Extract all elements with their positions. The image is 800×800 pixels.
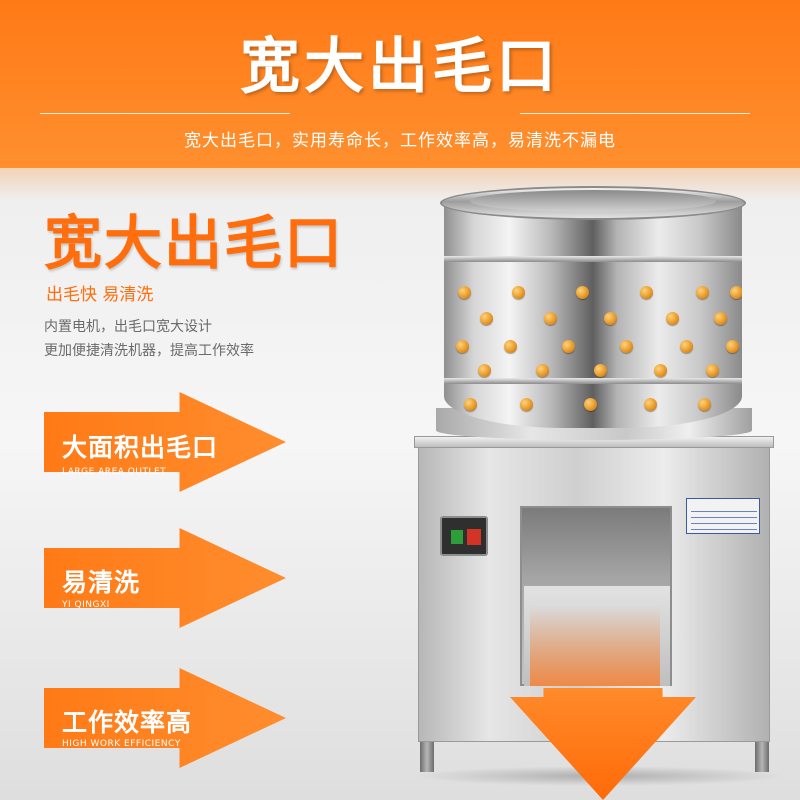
power-switch-panel — [440, 516, 488, 556]
nameplate-row — [691, 520, 757, 524]
rubber-finger — [654, 364, 667, 377]
banner-english-3: HIGH WORK EFFICIENCY — [62, 739, 181, 749]
drum-band-lower — [444, 378, 742, 384]
rubber-finger — [640, 286, 653, 299]
rubber-finger — [698, 398, 711, 411]
rubber-finger — [584, 398, 597, 411]
machine-drum — [444, 200, 742, 428]
feature-description-line1: 内置电机，出毛口宽大设计 — [44, 319, 212, 335]
rubber-finger — [544, 312, 557, 325]
rubber-finger — [644, 398, 657, 411]
rubber-finger — [714, 312, 727, 325]
drum-band-upper — [444, 256, 742, 262]
banner-label-1: 大面积出毛口 — [62, 433, 219, 462]
feature-tagline: 出毛快 易清洗 — [46, 285, 154, 305]
defeathering-machine-image — [400, 176, 800, 800]
rubber-finger — [456, 340, 469, 353]
banner-english-1: LARGE AREA OUTLET — [62, 467, 167, 477]
rubber-finger — [620, 340, 633, 353]
rubber-finger — [706, 364, 719, 377]
rubber-finger — [504, 340, 517, 353]
rubber-finger — [512, 286, 525, 299]
rubber-finger — [680, 340, 693, 353]
start-button-icon — [451, 530, 463, 544]
feature-title: 宽大出毛口 — [44, 209, 345, 277]
header-divider-right — [520, 113, 750, 114]
rubber-finger — [520, 398, 533, 411]
banner-label-2: 易清洗 — [62, 568, 141, 597]
outlet-glow — [530, 606, 660, 686]
stop-button-icon — [467, 529, 481, 545]
feature-description-line2: 更加便捷清洗机器，提高工作效率 — [44, 343, 254, 359]
rubber-finger — [464, 398, 477, 411]
rubber-finger — [594, 364, 607, 377]
nameplate-row — [691, 514, 757, 518]
drum-opening — [470, 190, 716, 212]
banner-english-2: YI QINGXI — [62, 600, 110, 610]
header-subtitle: 宽大出毛口，实用寿命长，工作效率高，易清洗不漏电 — [184, 131, 616, 151]
rubber-finger — [536, 364, 549, 377]
rubber-finger — [562, 340, 575, 353]
rubber-finger — [726, 340, 739, 353]
header-banner: 宽大出毛口 宽大出毛口，实用寿命长，工作效率高，易清洗不漏电 — [0, 0, 800, 168]
header-title: 宽大出毛口 — [240, 32, 560, 102]
rubber-finger — [730, 286, 742, 299]
rubber-finger — [576, 286, 589, 299]
nameplate-row — [691, 526, 757, 530]
machine-leg-left — [420, 736, 434, 772]
rubber-finger — [696, 286, 709, 299]
rubber-finger — [480, 312, 493, 325]
banner-label-3: 工作效率高 — [62, 708, 193, 737]
rubber-finger — [458, 286, 471, 299]
header-divider-left — [40, 113, 290, 114]
machine-nameplate — [686, 498, 760, 534]
rubber-finger — [604, 312, 617, 325]
machine-leg-right — [755, 736, 769, 772]
rubber-finger — [666, 312, 679, 325]
nameplate-row — [691, 508, 757, 512]
rubber-finger — [478, 364, 491, 377]
